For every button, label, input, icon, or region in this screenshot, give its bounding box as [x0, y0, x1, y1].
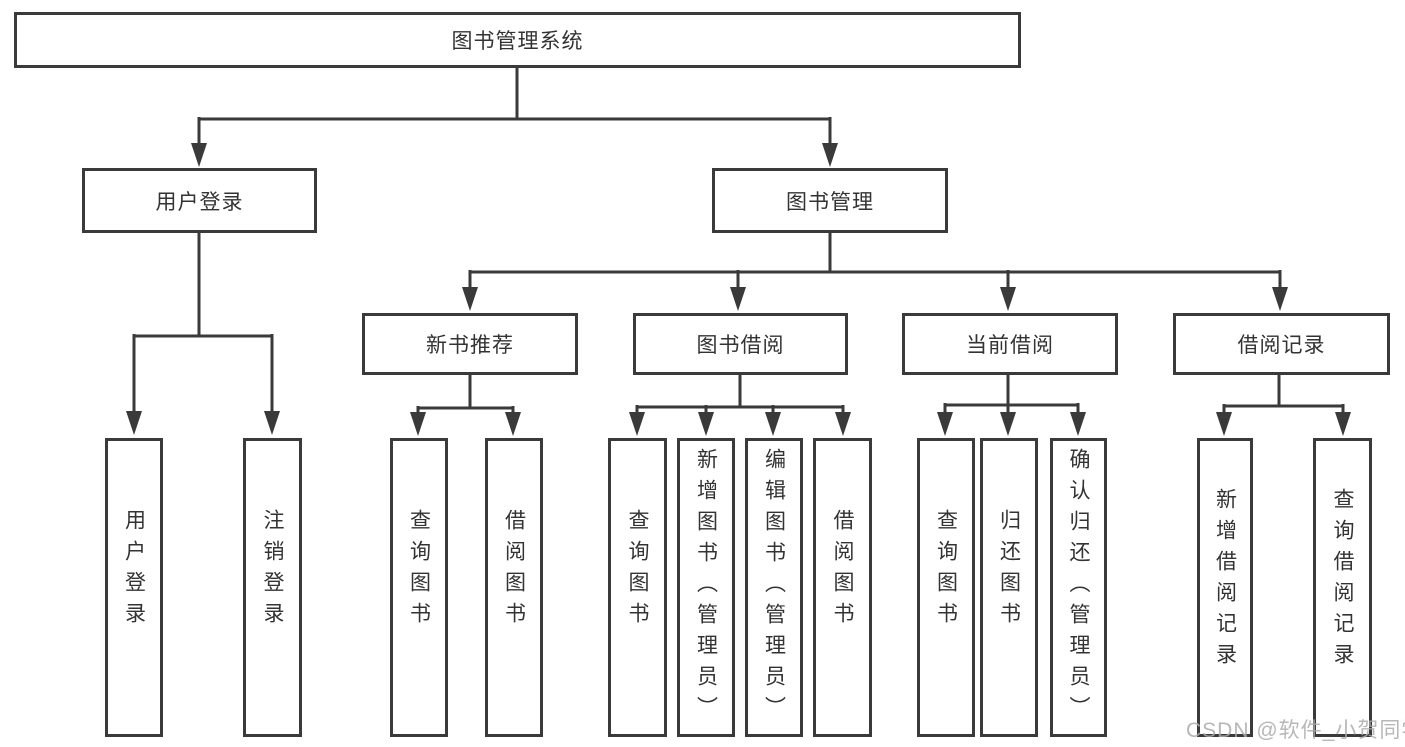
root-node: 图书管理系统 [14, 12, 1021, 68]
leaf-borrow-books-borrow: 借阅图书 [813, 438, 872, 737]
node-borrow-records: 借阅记录 [1173, 313, 1390, 375]
node-current-borrow: 当前借阅 [902, 313, 1118, 375]
leaf-query-borrow-record: 查询借阅记录 [1313, 438, 1372, 737]
branch-book-management: 图书管理 [712, 168, 948, 233]
branch-user-login: 用户登录 [82, 168, 317, 233]
leaf-add-book-admin: 新增图书（管理员） [677, 438, 735, 737]
leaf-borrow-books-recommend: 借阅图书 [485, 438, 543, 737]
leaf-add-borrow-record: 新增借阅记录 [1197, 438, 1253, 737]
leaf-return-book: 归还图书 [980, 438, 1038, 737]
arrowheads [126, 143, 1351, 436]
node-new-book-recommend: 新书推荐 [362, 313, 578, 375]
leaf-query-books-current: 查询图书 [917, 438, 975, 737]
leaf-query-books-borrow: 查询图书 [608, 438, 667, 737]
leaf-confirm-return-admin: 确认归还（管理员） [1050, 438, 1107, 737]
csdn-watermark: CSDN @软件_小贺同学 [1186, 719, 1405, 742]
node-book-borrow: 图书借阅 [633, 313, 848, 375]
leaf-logout: 注销登录 [243, 438, 302, 737]
leaf-user-login: 用户登录 [105, 438, 163, 737]
leaf-query-books-recommend: 查询图书 [390, 438, 448, 737]
leaf-edit-book-admin: 编辑图书（管理员） [745, 438, 803, 737]
